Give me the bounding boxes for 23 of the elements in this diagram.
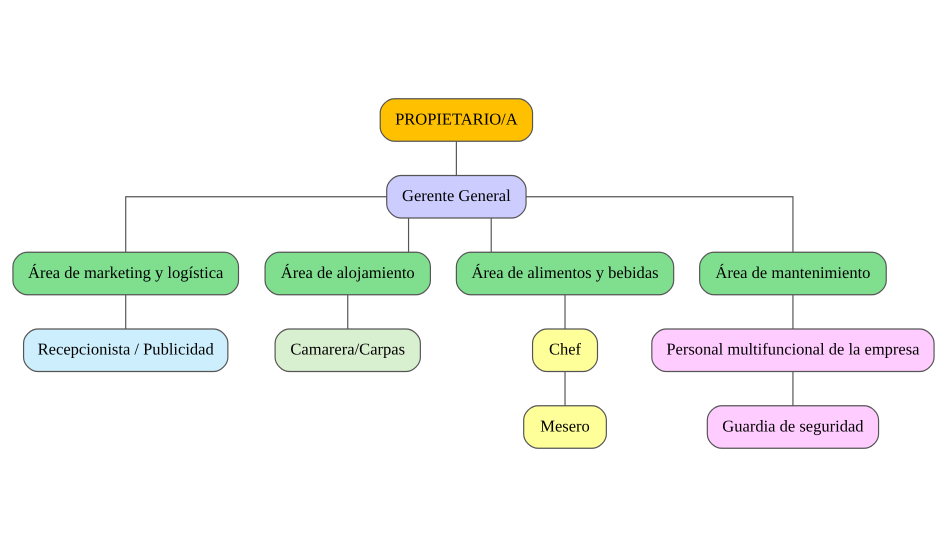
node-box: Área de alimentos y bebidas	[456, 251, 674, 295]
node-box: Chef	[532, 328, 598, 372]
connector	[526, 196, 794, 252]
connector	[408, 218, 410, 252]
node-box: PROPIETARIO/A	[380, 98, 534, 142]
connector	[564, 294, 566, 328]
node-box: Área de marketing y logística	[12, 251, 240, 295]
connector	[564, 371, 566, 406]
node-box: Guardia de seguridad	[706, 404, 880, 448]
connector	[125, 294, 126, 328]
connector	[125, 196, 387, 252]
node-box: Camarera/Carpas	[274, 328, 421, 372]
node-box: Área de alojamiento	[264, 251, 431, 295]
node-box: Mesero	[523, 404, 607, 448]
node-box: Personal multifuncional de la empresa	[651, 328, 935, 372]
node-box: Gerente General	[386, 174, 527, 218]
connector	[792, 371, 794, 406]
connector	[347, 294, 348, 328]
connector	[456, 140, 457, 175]
connector	[792, 294, 794, 328]
node-box: Recepcionista / Publicidad	[22, 328, 228, 372]
node-box: Área de mantenimiento	[699, 251, 887, 295]
connector	[490, 218, 492, 252]
